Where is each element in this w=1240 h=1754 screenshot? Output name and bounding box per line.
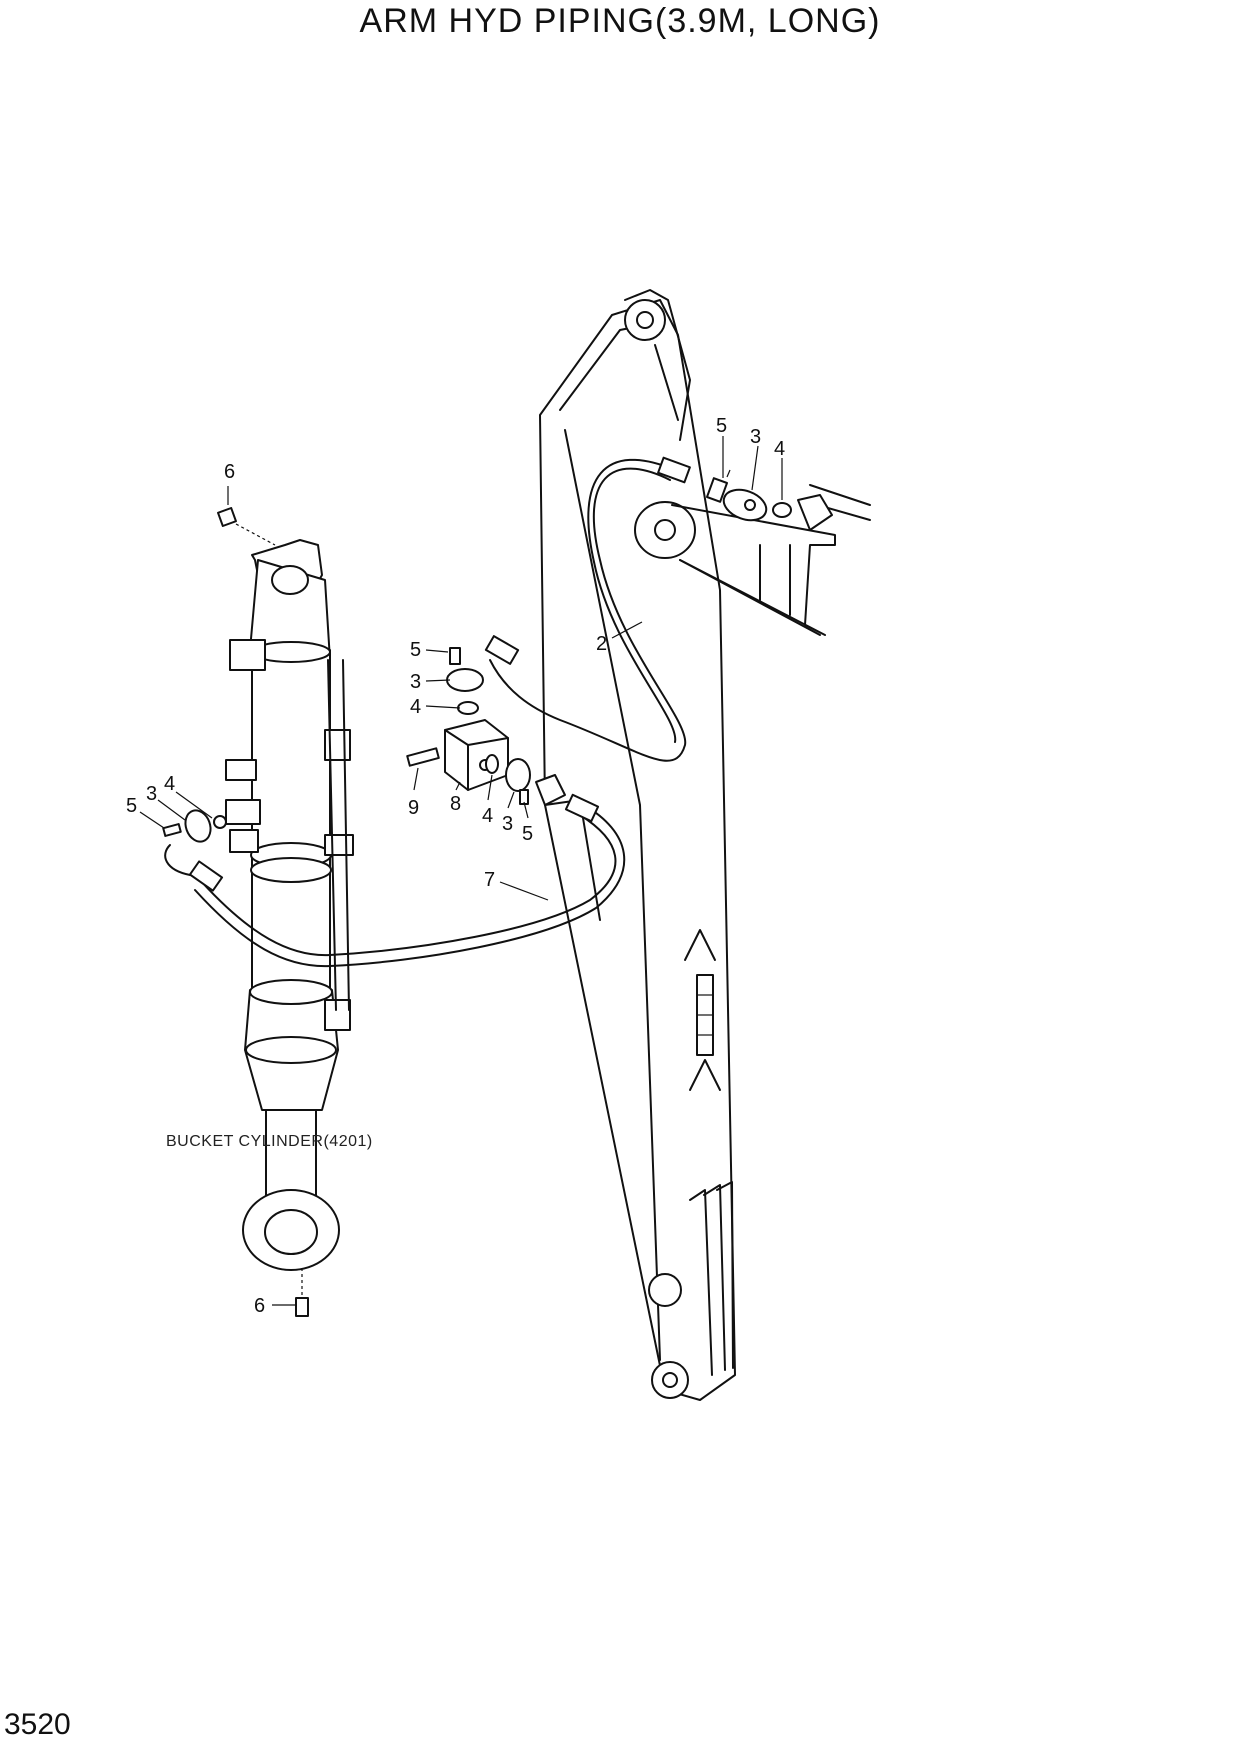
callout-6-top: 6	[224, 461, 235, 483]
arm-middle-pivot	[648, 1273, 682, 1307]
callout-9: 9	[408, 797, 419, 819]
callout-4-block: 4	[410, 696, 421, 718]
callout-3-cylinder: 3	[146, 783, 157, 805]
callout-4-right: 4	[482, 805, 493, 827]
callout-3-right: 3	[502, 813, 513, 835]
hose-2	[489, 467, 687, 762]
callout-3-block: 3	[410, 671, 421, 693]
callout-5-cylinder: 5	[126, 795, 137, 817]
callout-8: 8	[450, 793, 461, 815]
callout-6-bottom: 6	[254, 1295, 265, 1317]
cylinder-fitting-set	[162, 809, 227, 876]
bucket-cylinder	[225, 539, 354, 1271]
cylinder-barrel	[251, 649, 331, 991]
callout-4-cylinder: 4	[164, 773, 175, 795]
arm-structure	[539, 289, 871, 1401]
bucket-cylinder-label: BUCKET CYLINDER(4201)	[166, 1133, 373, 1150]
callout-4-upper: 4	[774, 438, 785, 460]
callout-7: 7	[484, 869, 495, 891]
diagram-title: ARM HYD PIPING(3.9M, LONG)	[359, 2, 881, 40]
callout-3-upper: 3	[750, 426, 761, 448]
valve-block-8	[444, 719, 509, 791]
valve-block-assembly	[406, 647, 566, 806]
leader-lines	[139, 436, 783, 1306]
page-number: 3520	[4, 1708, 71, 1741]
callout-5-right: 5	[522, 823, 533, 845]
grease-nipple-top	[217, 507, 276, 546]
grease-nipple-bottom	[295, 1268, 309, 1317]
callout-5-block: 5	[410, 639, 421, 661]
callout-5-upper: 5	[716, 415, 727, 437]
pipe-7	[199, 814, 617, 957]
upper-fitting-set	[706, 469, 833, 531]
callout-2: 2	[596, 633, 607, 655]
